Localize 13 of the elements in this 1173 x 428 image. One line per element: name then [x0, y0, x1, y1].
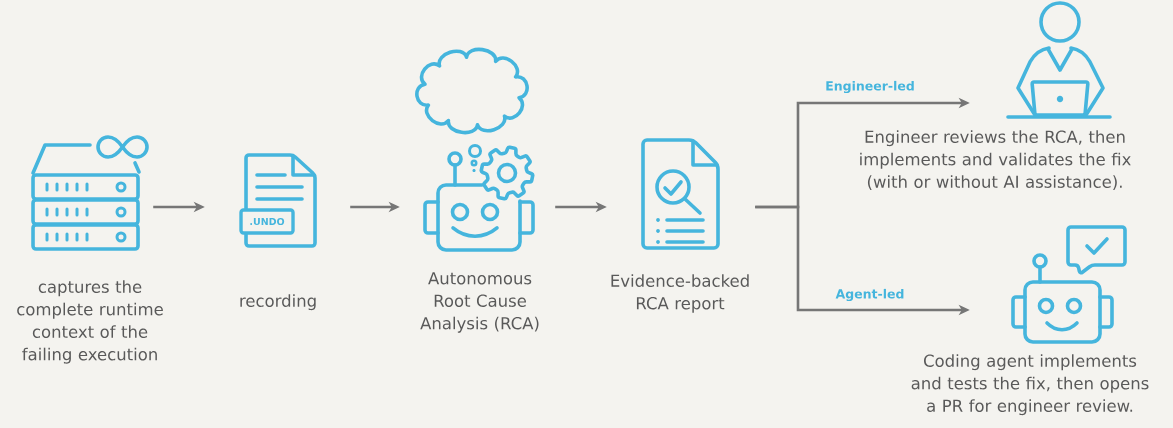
node-label: Autonomous Root Cause Analysis (RCA): [420, 272, 539, 333]
robot-icon: [1011, 225, 1127, 344]
person-laptop-icon: [1006, 1, 1112, 119]
file-tag: .UNDO: [239, 208, 295, 235]
report-icon: [641, 138, 720, 250]
server-icon: [31, 135, 149, 251]
node-label: Coding agent implements and tests the fix, then opens a PR for engineer review.: [911, 354, 1149, 416]
file-icon: [244, 153, 317, 248]
node-label: Engineer reviews the RCA, then implements and validates the fix (with or without AI assistance).: [860, 130, 1131, 190]
node-label: captures the complete runtime context of the failing execution: [17, 280, 163, 364]
node-label: recording: [240, 294, 316, 311]
node-label: Evidence-backed RCA report: [611, 274, 749, 313]
robot-icon: [415, 47, 535, 252]
